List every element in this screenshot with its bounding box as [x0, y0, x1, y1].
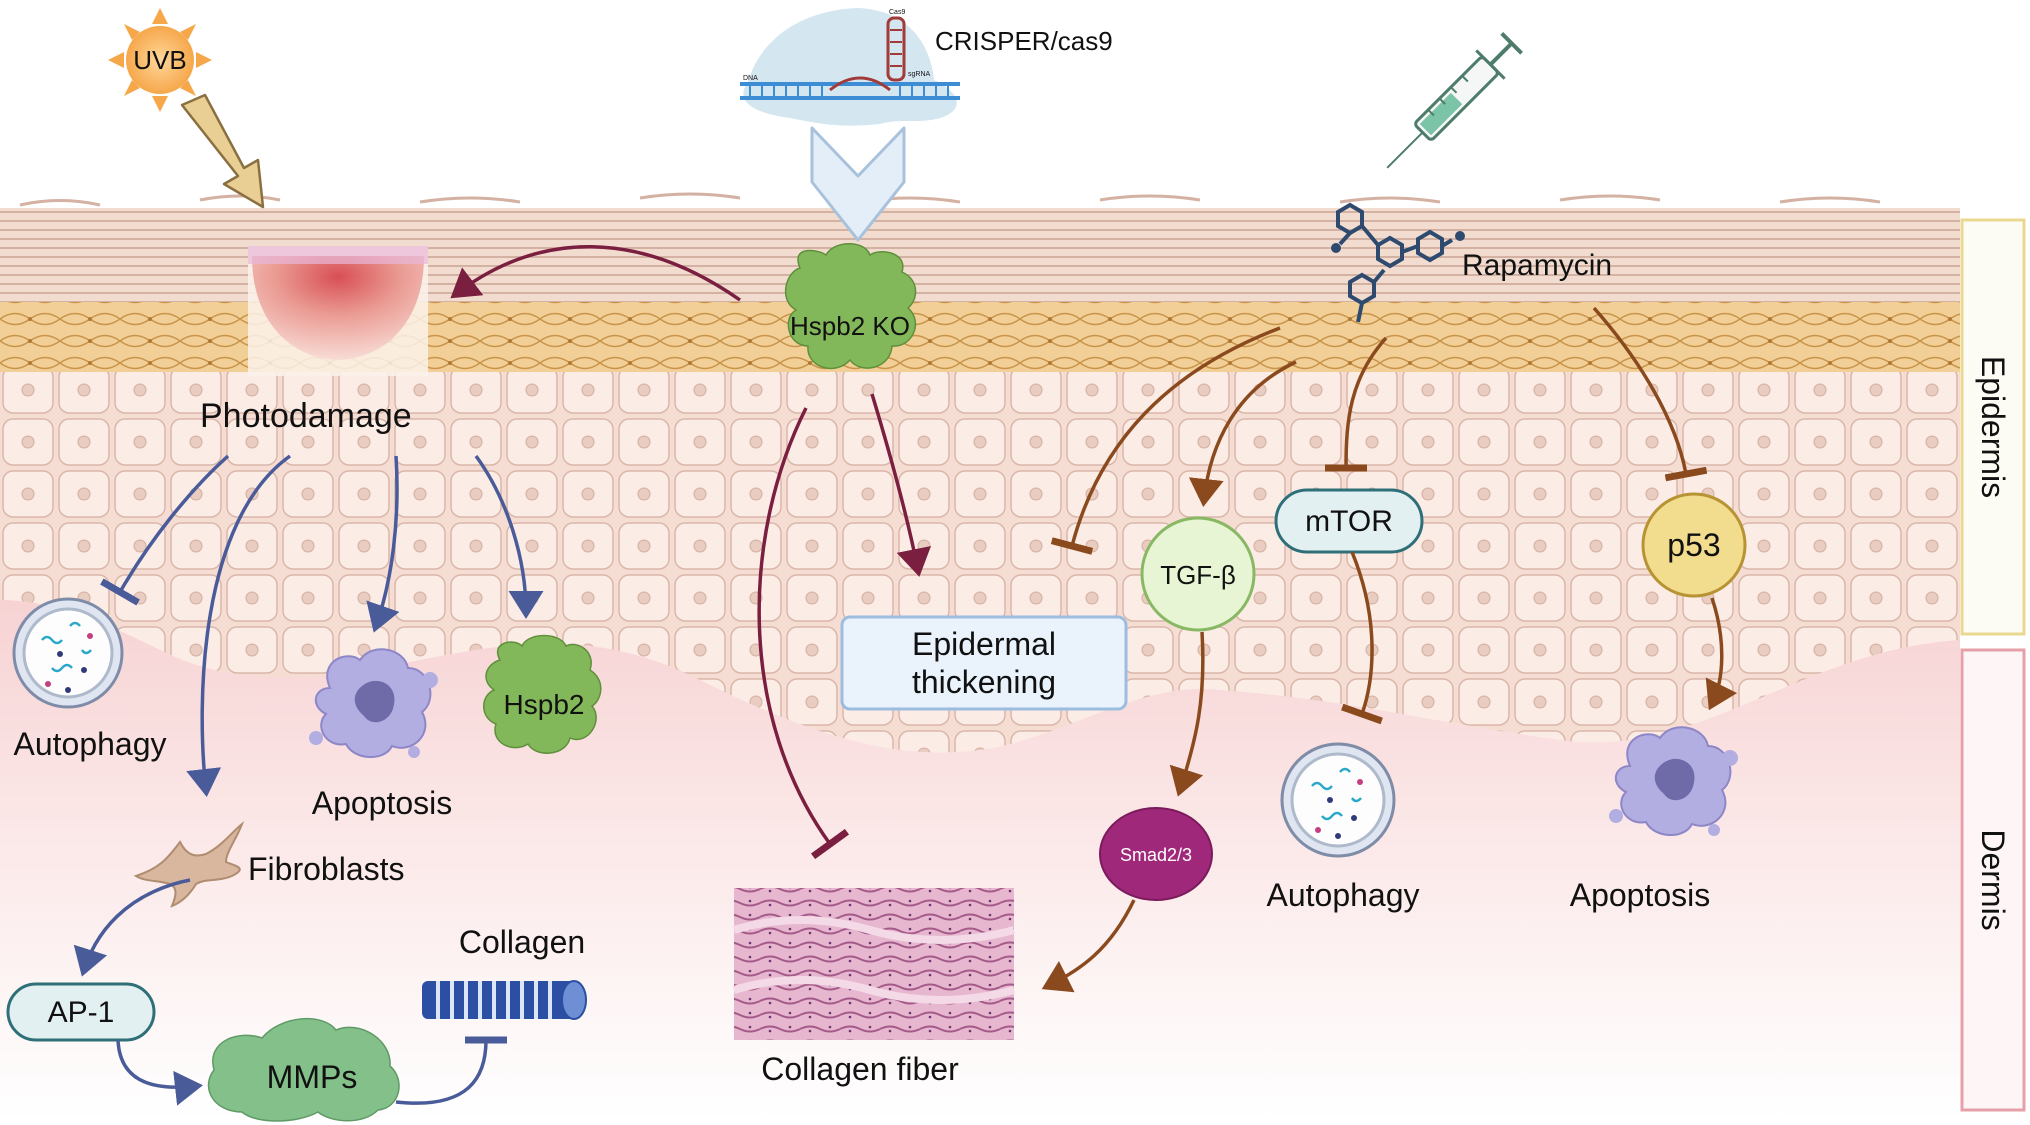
rapamycin-arrows: [1041, 306, 1738, 993]
autophagy-label-left: Autophagy: [13, 726, 166, 762]
hspb2-ko-node: Hspb2 KO: [784, 243, 917, 370]
arrow-photodamage-apoptosis: [366, 455, 400, 633]
autophagy-label-right: Autophagy: [1266, 877, 1419, 913]
arrow-ap1-mmps: [116, 1039, 203, 1106]
mtor-label: mTOR: [1305, 505, 1393, 538]
dermis-box: [1960, 648, 2026, 1112]
photodamage-label: Photodamage: [200, 397, 412, 435]
smad-label: Smad2/3: [1120, 845, 1192, 865]
sunburn-lesion: [252, 256, 424, 360]
arrow-fibroblasts-ap1: [73, 878, 191, 977]
collagen-fiber-label: Collagen fiber: [761, 1051, 959, 1087]
apoptosis-icon-left: [309, 648, 438, 759]
epidermis-label: Epidermis: [1975, 356, 2011, 498]
arrow-smad-collagen-fiber: [1041, 899, 1136, 993]
hspb2-ko-label: Hspb2 KO: [790, 311, 910, 341]
mmps-node: [207, 1017, 400, 1122]
tgf-beta-node: [1140, 516, 1256, 632]
p53-label: p53: [1667, 527, 1720, 563]
epidermis-box: [1960, 218, 2026, 636]
surface-flakes: [19, 192, 1881, 207]
mtor-node: [1274, 488, 1424, 554]
sgrna-tag: sgRNA: [908, 71, 931, 78]
ap1-node: [6, 982, 156, 1042]
dermis-label: Dermis: [1975, 829, 2011, 930]
crispr-arrow: [810, 126, 906, 242]
sunburn-top: [248, 246, 428, 264]
autophagy-icon-left: [12, 597, 124, 709]
inhibit-rapamycin-p53: [1592, 306, 1708, 482]
photodamage-arrows: [73, 454, 544, 1106]
autophagy-icon-right: [1280, 742, 1396, 858]
p53-node: [1641, 492, 1747, 598]
ap1-label: AP-1: [48, 996, 115, 1029]
mmps-label: MMPs: [267, 1059, 358, 1095]
hspb2-ko-arrows: [450, 245, 932, 860]
hspb2-label: Hspb2: [504, 689, 585, 720]
rapamycin-label: Rapamycin: [1462, 249, 1612, 282]
uv-arrow: [180, 93, 265, 209]
inhibit-ko-collagen-fiber: [757, 407, 850, 860]
arrow-photodamage-fibroblasts: [186, 454, 292, 797]
apoptosis-icon-right: [1609, 726, 1738, 837]
hspb2-node: Hspb2: [483, 634, 602, 754]
collagen-label: Collagen: [459, 924, 585, 960]
collagen-icon: [422, 980, 587, 1020]
epidermal-thickening-line1: Epidermal: [912, 626, 1056, 662]
epidermal-thickening-node: [840, 615, 1128, 711]
cas9-tag: Cas9: [889, 9, 905, 16]
arrow-rapamycin-tgf: [1188, 360, 1297, 507]
inhibit-mmps-collagen: [395, 1036, 508, 1105]
epidermal-thickening-line2: thickening: [912, 664, 1056, 700]
inhibit-photodamage-autophagy: [100, 454, 230, 606]
crispr-icon: DNA Cas9 sgRNA: [740, 8, 960, 126]
inhibit-rapamycin-thickening: [1050, 326, 1281, 555]
apoptosis-label-left: Apoptosis: [312, 785, 453, 821]
basal-cell-layer: [0, 370, 1960, 753]
syringe-icon: [1386, 32, 1523, 169]
arrow-ko-to-thickening: [870, 393, 932, 577]
collagen-fiber-image: [732, 888, 1016, 1040]
inhibit-rapamycin-mtor: [1324, 336, 1388, 472]
uvb-source: UVB: [108, 8, 265, 209]
inhibit-mtor-autophagy: [1341, 551, 1383, 725]
arrow-ko-to-photodamage: [450, 245, 742, 302]
arrow-p53-apoptosis: [1705, 597, 1738, 711]
fibroblasts-label: Fibroblasts: [248, 851, 405, 887]
arrow-photodamage-hspb2: [474, 454, 544, 619]
rapamycin-molecule-icon: [1331, 202, 1465, 323]
fibroblast-icon: [133, 820, 245, 908]
crispr-label: CRISPER/cas9: [935, 26, 1113, 56]
sun-icon: [108, 8, 212, 112]
dna-tag: DNA: [743, 75, 758, 82]
tgf-beta-label: TGF-β: [1160, 560, 1236, 590]
arrow-tgf-smad: [1169, 631, 1205, 797]
uvb-label: UVB: [133, 45, 186, 75]
apoptosis-label-right: Apoptosis: [1570, 877, 1711, 913]
smad-node: [1099, 807, 1213, 901]
